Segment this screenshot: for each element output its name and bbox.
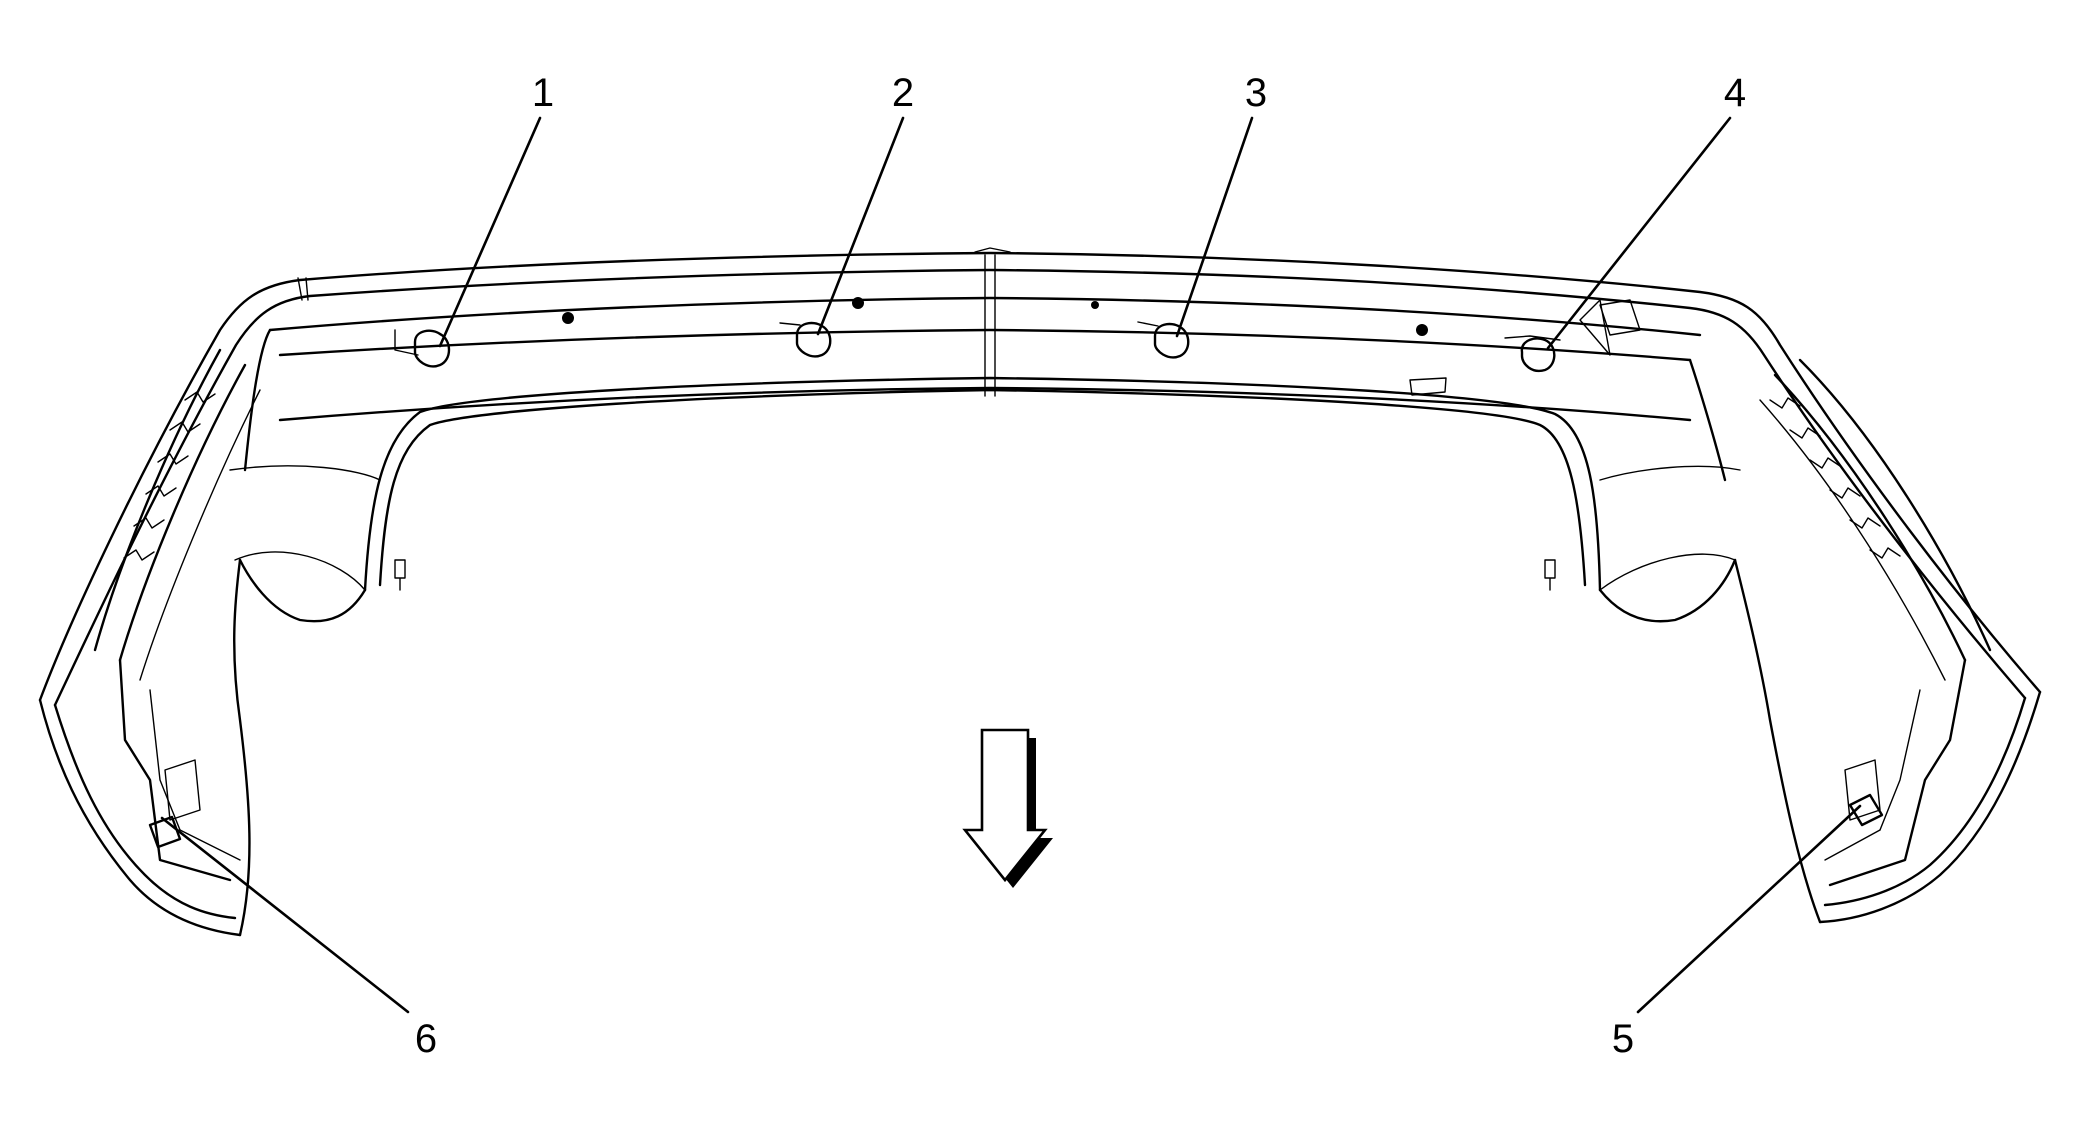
right-bracket (1759, 358, 1992, 887)
mounting-hole (1091, 301, 1099, 309)
clip-1 (394, 329, 451, 368)
callout-labels: 1 2 3 4 5 6 (415, 71, 1746, 1061)
callout-label-6: 6 (415, 1017, 437, 1061)
mounting-hole (1416, 324, 1428, 336)
clip-5 (1848, 793, 1884, 827)
clip-4 (1504, 299, 1611, 373)
leader-lines (160, 116, 1862, 1014)
callout-label-5: 5 (1612, 1017, 1634, 1061)
left-bracket (93, 348, 261, 882)
down-arrow-icon (962, 728, 1053, 888)
mounting-hole (562, 312, 574, 324)
callout-label-3: 3 (1245, 71, 1267, 115)
leader-line-2 (816, 116, 905, 336)
leader-line-4 (1546, 116, 1732, 350)
callout-label-4: 4 (1724, 71, 1746, 115)
leader-line-3 (1175, 116, 1254, 338)
callout-label-1: 1 (532, 71, 554, 115)
fastener-clips (148, 299, 1884, 849)
mounting-hole (852, 297, 864, 309)
leader-line-6 (160, 816, 410, 1014)
leader-line-1 (438, 116, 542, 348)
leader-line-5 (1636, 804, 1862, 1014)
clip-2 (779, 321, 832, 358)
callout-label-2: 2 (892, 71, 914, 115)
bumper-fascia (38, 247, 2042, 937)
clip-3 (1137, 321, 1190, 359)
